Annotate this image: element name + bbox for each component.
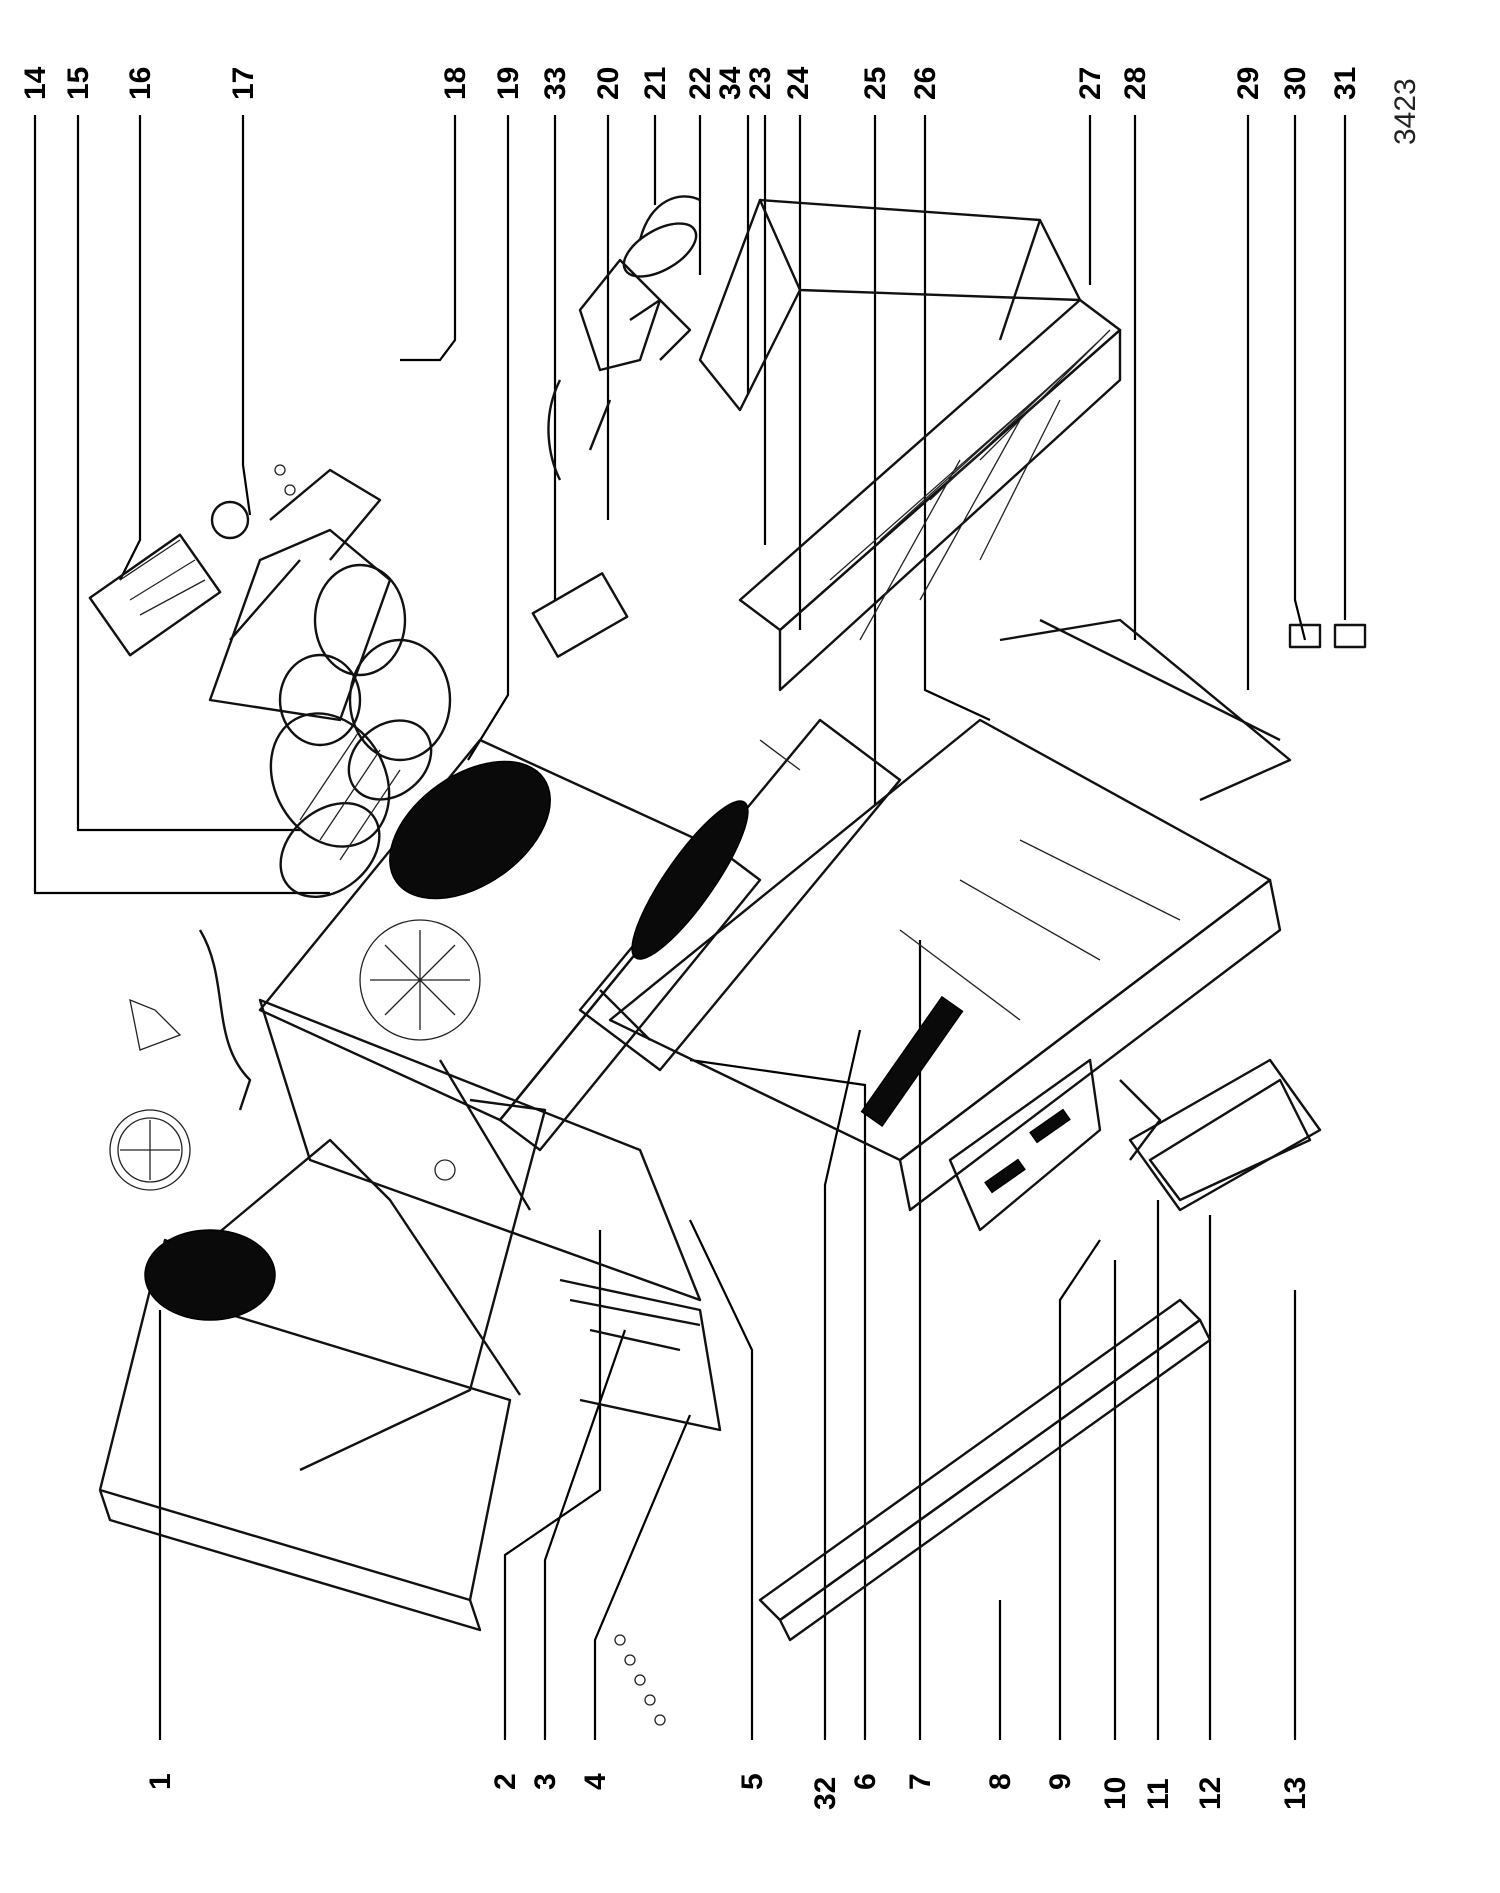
parts-group [88, 195, 1367, 1726]
callouts-top: 14 15 16 17 18 19 33 20 21 22 34 23 24 2… [19, 66, 1362, 100]
grease-filter-drawing [738, 298, 1122, 692]
callout-22: 22 [684, 67, 717, 100]
callout-21: 21 [639, 67, 672, 100]
callout-29: 29 [1232, 67, 1265, 100]
callout-8: 8 [984, 1773, 1017, 1790]
leader-lines [33, 115, 1347, 1740]
callout-1: 1 [144, 1773, 177, 1790]
callout-2: 2 [489, 1773, 522, 1790]
clip-31-drawing [1333, 623, 1367, 649]
chassis-bottom-drawing [608, 618, 1292, 1212]
callout-25: 25 [859, 67, 892, 100]
callout-31: 31 [1329, 67, 1362, 100]
callouts-bottom: 1 2 3 4 5 32 6 7 8 9 10 11 12 13 [144, 1773, 1312, 1810]
callout-24: 24 [782, 66, 815, 100]
callout-3: 3 [529, 1773, 562, 1790]
callout-5: 5 [736, 1773, 769, 1790]
callout-6: 6 [849, 1773, 882, 1790]
callout-9: 9 [1044, 1773, 1077, 1790]
mounting-bracket-drawing [129, 998, 182, 1051]
figure-number: 3423 [1389, 78, 1422, 145]
control-panel-drawing [948, 1058, 1102, 1232]
clip-30-drawing [1288, 623, 1322, 649]
lamp-assembly-drawing [547, 195, 701, 481]
filter-tray-drawing [578, 718, 902, 1072]
callout-13: 13 [1279, 1777, 1312, 1810]
callout-20: 20 [592, 67, 625, 100]
hood-casing-drawing [98, 1098, 547, 1632]
lamp-cover-drawing [1119, 1058, 1322, 1212]
callout-4: 4 [579, 1773, 612, 1790]
callout-23: 23 [744, 67, 777, 100]
callout-27: 27 [1074, 67, 1107, 100]
callout-11: 11 [1142, 1778, 1175, 1810]
callout-18: 18 [439, 67, 472, 100]
callout-30: 30 [1279, 67, 1312, 100]
callout-33: 33 [539, 67, 572, 100]
blower-wheel-drawing [279, 719, 433, 898]
callout-32: 32 [809, 1777, 842, 1810]
callout-12: 12 [1194, 1777, 1227, 1810]
switch-block-drawing [531, 572, 629, 658]
callout-16: 16 [124, 67, 157, 100]
callout-28: 28 [1119, 67, 1152, 100]
callout-15: 15 [62, 67, 95, 100]
callout-10: 10 [1099, 1777, 1132, 1810]
trim-strip-drawing [758, 1298, 1212, 1642]
callout-17: 17 [227, 67, 260, 100]
front-frame-drawing [698, 198, 1082, 412]
power-cable-drawing [198, 929, 252, 1111]
filter-frame-drawing [258, 998, 722, 1432]
callout-7: 7 [904, 1773, 937, 1790]
blower-assembly-drawing [88, 468, 452, 848]
screws-drawing [274, 464, 666, 1726]
callout-26: 26 [909, 67, 942, 100]
callout-14: 14 [19, 66, 52, 100]
motor-plate-drawing [258, 738, 762, 1152]
callout-34: 34 [714, 66, 747, 100]
callout-19: 19 [492, 67, 525, 100]
